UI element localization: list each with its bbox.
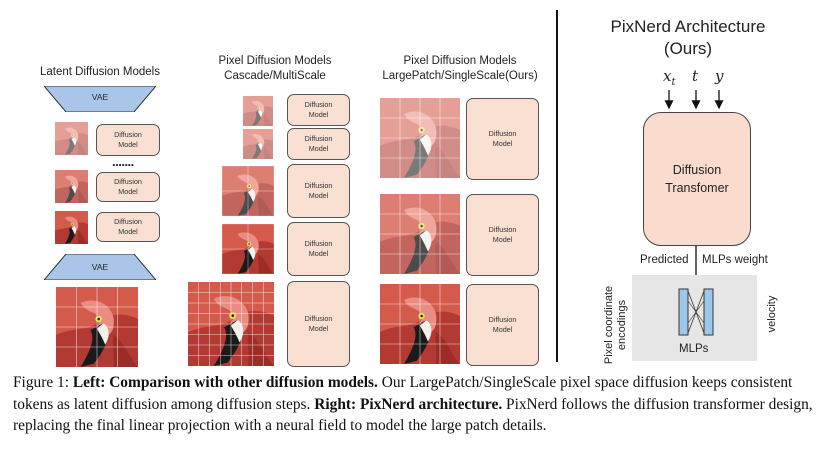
largepatch-title-line1: Pixel Diffusion Models bbox=[403, 55, 517, 67]
cascade-image-2 bbox=[243, 129, 273, 159]
caption-right-heading: Right: PixNerd architecture. bbox=[314, 395, 503, 413]
figure-label: Figure 1: bbox=[13, 374, 70, 391]
predicted-label: Predicted bbox=[640, 254, 689, 266]
mlp-weight-label: MLPs weight bbox=[702, 254, 768, 266]
velocity-label: velocity bbox=[766, 295, 778, 333]
architecture-title-line1: PixNerd Architecture bbox=[610, 17, 766, 36]
architecture-title-line2: (Ours) bbox=[663, 39, 713, 58]
vae-decoder bbox=[44, 254, 156, 280]
transformer-label-line2: Transfomer bbox=[665, 181, 729, 195]
latent-image-1 bbox=[55, 122, 88, 155]
figure-caption: Figure 1: Left: Comparison with other di… bbox=[13, 372, 813, 437]
cascade-diffusion-title: Pixel Diffusion Models Cascade/MultiScal… bbox=[195, 54, 355, 84]
vae-decoder-label: VAE bbox=[91, 262, 109, 272]
vae-encoder bbox=[44, 86, 156, 112]
mlp-block bbox=[678, 288, 714, 336]
largepatch-output-image bbox=[380, 284, 460, 364]
neural-field-panel bbox=[632, 275, 757, 361]
panel-divider bbox=[556, 10, 558, 362]
largepatch-diffusion-title: Pixel Diffusion Models LargePatch/Single… bbox=[370, 54, 550, 84]
mlps-label: MLPs bbox=[679, 343, 709, 355]
caption-left-heading: Left: Comparison with other diffusion mo… bbox=[72, 374, 378, 391]
diffusion-transformer-box: Diffusion Transfomer bbox=[643, 112, 751, 246]
cascade-title-line1: Pixel Diffusion Models bbox=[218, 55, 332, 67]
largepatch-title-line2: LargePatch/SingleScale(Ours) bbox=[382, 70, 538, 82]
caption-left-text: Our LargePatch/SingleScale pixel space d… bbox=[13, 374, 793, 413]
cascade-title-line2: Cascade/MultiScale bbox=[224, 70, 326, 82]
latent-output-image bbox=[56, 287, 138, 367]
latent-image-2 bbox=[55, 170, 88, 203]
transformer-label-line1: Diffusion bbox=[672, 163, 722, 177]
latent-diffusion-title: Latent Diffusion Models bbox=[40, 66, 160, 78]
cascade-image-3 bbox=[222, 166, 274, 216]
largepatch-image-2 bbox=[380, 194, 460, 274]
largepatch-image-1 bbox=[380, 98, 460, 178]
ellipsis: ....... bbox=[112, 154, 134, 169]
input-y-label: y bbox=[715, 67, 724, 85]
input-t-label: t bbox=[692, 67, 699, 85]
cascade-image-1 bbox=[243, 96, 273, 126]
input-x-label: xt bbox=[663, 67, 676, 88]
latent-image-3 bbox=[55, 211, 88, 244]
pixel-coordinate-label: Pixel coordinate encodings bbox=[603, 285, 628, 365]
architecture-title: PixNerd Architecture (Ours) bbox=[560, 16, 816, 60]
cascade-output-image bbox=[188, 282, 274, 366]
caption-right-text: PixNerd follows the diffusion transforme… bbox=[13, 395, 813, 435]
vae-encoder-label: VAE bbox=[91, 92, 109, 102]
cascade-image-4 bbox=[222, 224, 274, 274]
